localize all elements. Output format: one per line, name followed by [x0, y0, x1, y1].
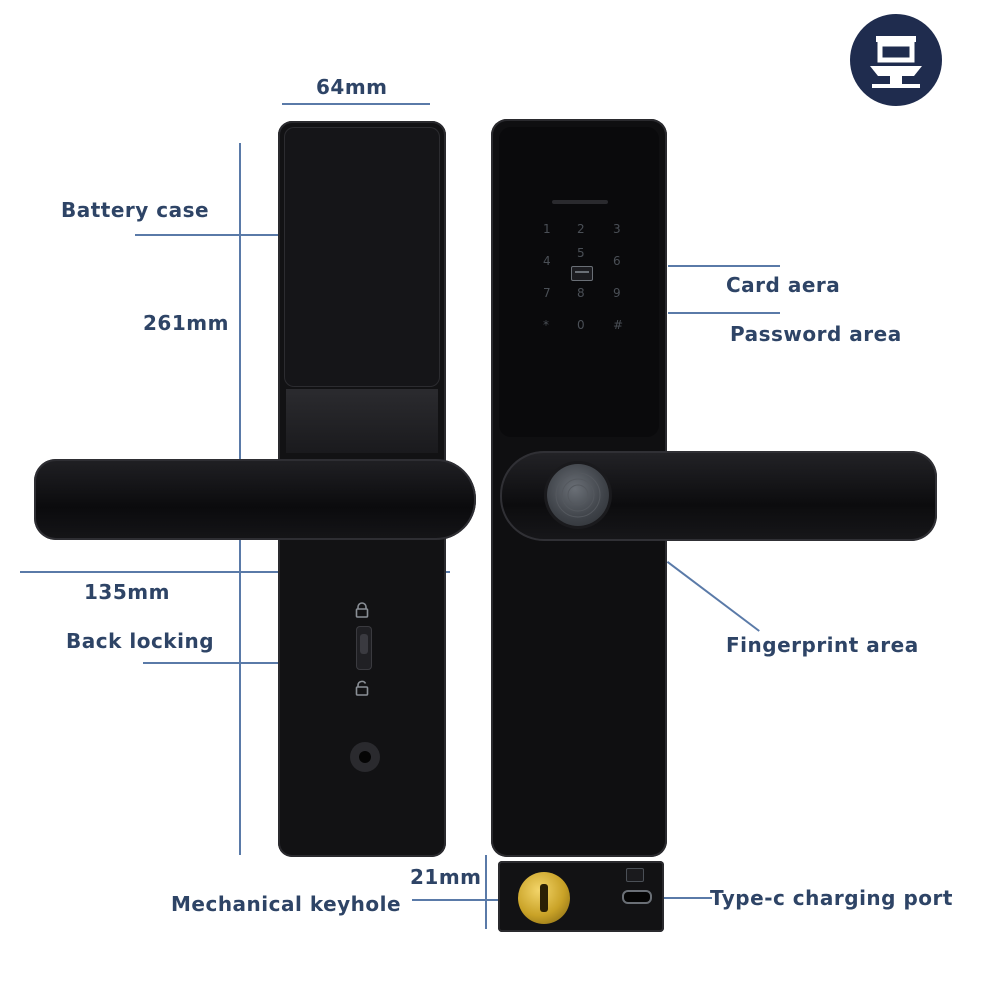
- back-locking-label: Back locking: [66, 629, 215, 653]
- keypad-key[interactable]: 8: [577, 286, 585, 300]
- back-handle[interactable]: [34, 459, 476, 540]
- usb-c-port[interactable]: [622, 890, 652, 904]
- back-locking-slider[interactable]: [356, 626, 372, 670]
- fingerprint-area-leader: [666, 561, 760, 632]
- width-label: 64mm: [316, 75, 388, 99]
- keypad-key[interactable]: 2: [577, 222, 585, 236]
- height-label: 261mm: [143, 311, 229, 335]
- keypad-key[interactable]: 7: [543, 286, 551, 300]
- fingerprint-sensor[interactable]: [547, 464, 609, 526]
- handle-length-line: [20, 571, 450, 573]
- keypad-key[interactable]: *: [543, 318, 549, 332]
- fingerprint-icon: [555, 472, 601, 518]
- card-reader-strip: [552, 200, 608, 204]
- back-locking-leader: [143, 662, 281, 664]
- bottom-sensor: [626, 868, 644, 882]
- mechanical-keyhole-label: Mechanical keyhole: [171, 892, 402, 916]
- thickness-label: 21mm: [410, 865, 482, 889]
- keypad-key[interactable]: 4: [543, 254, 551, 268]
- card-area-leader: [668, 265, 780, 267]
- password-area-leader: [668, 312, 780, 314]
- keypad-key[interactable]: 9: [613, 286, 621, 300]
- battery-case-label: Battery case: [61, 198, 210, 222]
- password-area-label: Password area: [730, 322, 902, 346]
- brand-logo: [850, 14, 942, 106]
- handle-length-label: 135mm: [84, 580, 170, 604]
- unlocked-padlock-icon: [354, 680, 370, 700]
- card-area-label: Card aera: [726, 273, 841, 297]
- front-glass-top: [499, 127, 659, 437]
- keypad-key[interactable]: 6: [613, 254, 621, 268]
- battery-case-cover: [284, 127, 440, 387]
- charging-port-label: Type-c charging port: [710, 886, 953, 910]
- mechanical-keyhole-cylinder[interactable]: [518, 872, 570, 924]
- keypad-key[interactable]: 1: [543, 222, 551, 236]
- width-dimension-line: [282, 103, 430, 105]
- logo-mark-icon: [870, 36, 922, 88]
- card-icon: [571, 266, 593, 281]
- back-panel-window: [286, 389, 438, 453]
- keypad-key[interactable]: #: [613, 318, 624, 332]
- password-keypad[interactable]: 1 2 3 4 5 6 7 8 9 * 0 #: [533, 214, 633, 334]
- keyhole-leader: [412, 899, 524, 901]
- fingerprint-area-label: Fingerprint area: [726, 633, 919, 657]
- keypad-key[interactable]: 0: [577, 318, 585, 332]
- keypad-key[interactable]: 3: [613, 222, 621, 236]
- charging-port-leader: [650, 897, 712, 899]
- keypad-key[interactable]: 5: [577, 246, 585, 260]
- battery-case-leader: [135, 234, 285, 236]
- back-keyhole: [350, 742, 380, 772]
- locked-padlock-icon: [354, 602, 370, 622]
- thickness-dimension-line: [485, 855, 487, 929]
